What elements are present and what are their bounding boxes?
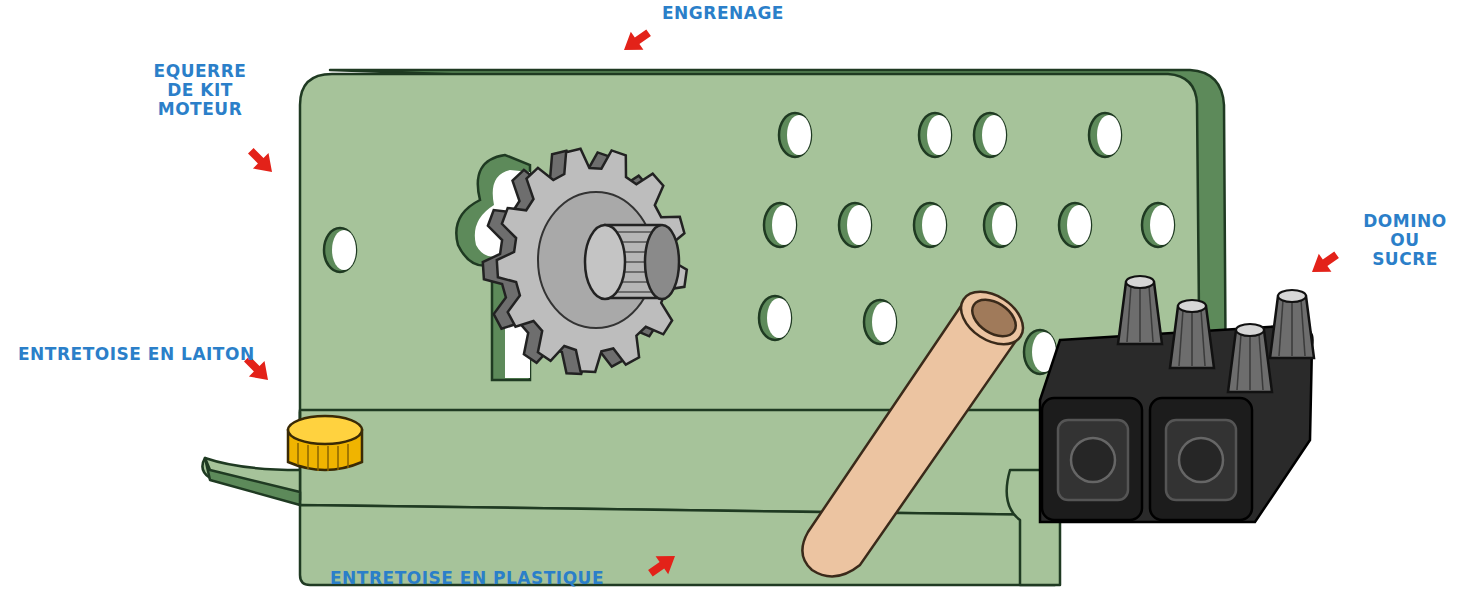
shaft-end xyxy=(645,225,679,299)
drawing-part xyxy=(307,445,309,469)
part-label: EQUERRE DE KIT MOTEUR xyxy=(150,62,250,119)
screw-ridge xyxy=(1249,334,1251,390)
part-label: ENTRETOISE EN LAITON xyxy=(18,345,255,364)
hole-rim xyxy=(1059,203,1091,247)
callout-arrow xyxy=(624,30,651,51)
domino-block xyxy=(1042,398,1142,520)
hole xyxy=(767,298,791,338)
domino-block xyxy=(1150,398,1252,520)
hole xyxy=(787,115,811,155)
screw xyxy=(1170,306,1214,368)
hole-rim xyxy=(839,203,871,247)
hole-rim xyxy=(974,113,1006,157)
screw xyxy=(1118,282,1162,344)
motor-kit-bracket xyxy=(202,70,1230,585)
shaft-back xyxy=(585,225,625,299)
screw-ridge xyxy=(1201,310,1205,366)
drawing-part xyxy=(337,446,339,470)
hole-rim xyxy=(779,113,811,157)
screw xyxy=(1228,330,1272,392)
hole-rim xyxy=(759,296,791,340)
hole xyxy=(992,205,1016,245)
callout-arrow xyxy=(248,148,272,172)
drawing-part xyxy=(327,446,329,471)
domino-recess xyxy=(1058,420,1128,500)
hole xyxy=(922,205,946,245)
hole xyxy=(982,115,1006,155)
part-label: ENGRENAGE xyxy=(662,4,784,23)
hole xyxy=(1067,205,1091,245)
drawing-part xyxy=(297,443,299,465)
hole xyxy=(872,302,896,342)
domino-hole xyxy=(1071,438,1115,482)
gear xyxy=(483,149,687,374)
brass-knurl xyxy=(298,443,348,471)
screw-ridge xyxy=(1149,286,1153,342)
hole-rim xyxy=(324,228,356,272)
screw-ridge xyxy=(1259,334,1263,390)
hole-rim xyxy=(984,203,1016,247)
hole xyxy=(927,115,951,155)
screw-top xyxy=(1178,300,1206,312)
holes xyxy=(324,113,1174,374)
drawing-part xyxy=(317,446,319,471)
screws xyxy=(1118,276,1314,392)
hole-rim xyxy=(1089,113,1121,157)
screw-ridge xyxy=(1291,300,1293,356)
brass-top xyxy=(288,416,362,444)
hole xyxy=(1097,115,1121,155)
base-plate xyxy=(300,410,1230,515)
callout-arrow xyxy=(1312,252,1339,273)
hole xyxy=(847,205,871,245)
hole xyxy=(772,205,796,245)
screw-top xyxy=(1278,290,1306,302)
screw-ridge xyxy=(1139,286,1141,342)
screw-ridge xyxy=(1179,310,1183,366)
gear-face xyxy=(497,149,687,372)
screw-top xyxy=(1236,324,1264,336)
part-label: DOMINO OU SUCRE xyxy=(1360,212,1450,269)
tab-edge xyxy=(205,458,300,505)
hole-rim xyxy=(914,203,946,247)
screw-ridge xyxy=(1279,300,1283,356)
hole xyxy=(332,230,356,270)
plastic-spacer xyxy=(802,281,1032,576)
hole-rim xyxy=(764,203,796,247)
hole-rim xyxy=(1142,203,1174,247)
brass-spacer xyxy=(288,416,362,471)
screw xyxy=(1270,296,1314,358)
callout-arrows xyxy=(244,30,1339,577)
drawing-part xyxy=(347,444,349,468)
hole-rim xyxy=(919,113,951,157)
hole xyxy=(1150,205,1174,245)
screw-ridge xyxy=(1237,334,1241,390)
screw-ridge xyxy=(1127,286,1131,342)
domino-hole xyxy=(1179,438,1223,482)
screw-ridge xyxy=(1191,310,1193,366)
screw-top xyxy=(1126,276,1154,288)
part-label: ENTRETOISE EN PLASTIQUE xyxy=(330,569,604,588)
screw-ridge xyxy=(1301,300,1305,356)
hole-rim xyxy=(864,300,896,344)
tube-bore xyxy=(966,292,1023,343)
tube-end xyxy=(952,281,1033,355)
callout-arrow xyxy=(648,556,675,577)
domino-recess xyxy=(1166,420,1236,500)
